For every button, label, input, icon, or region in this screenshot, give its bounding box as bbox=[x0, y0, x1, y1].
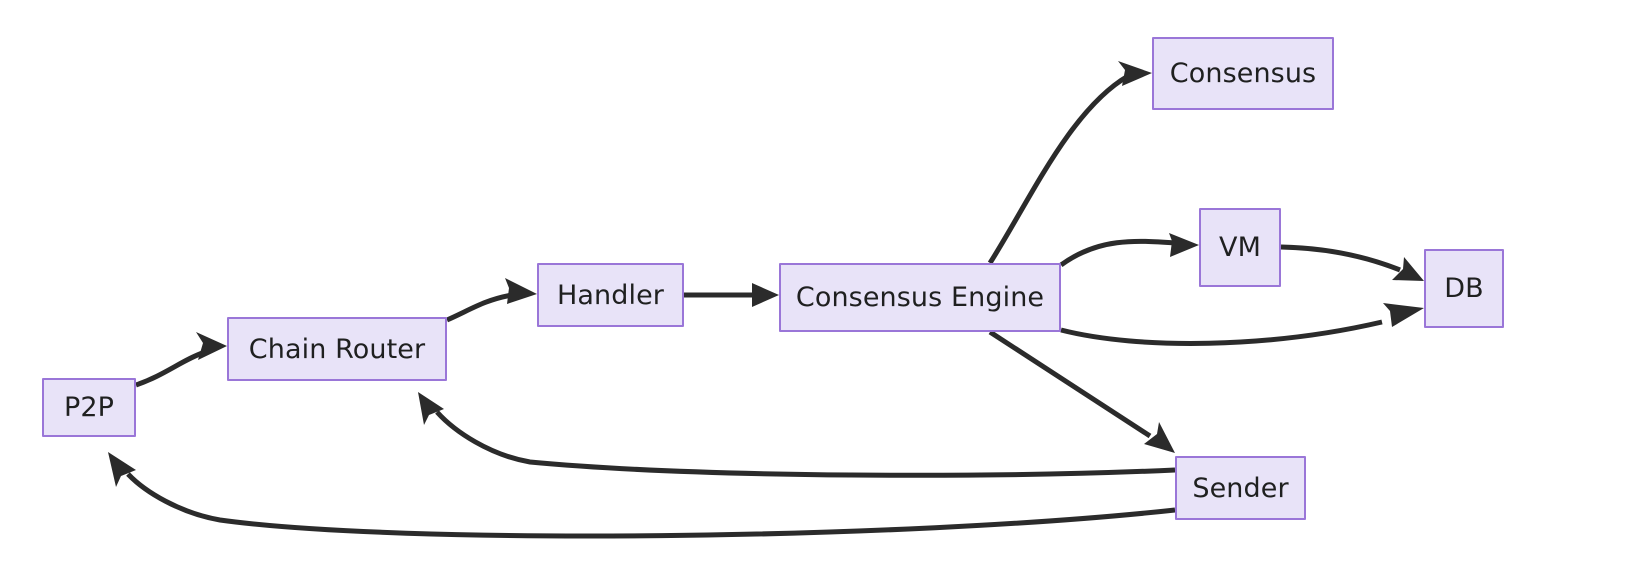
arrowhead-icon bbox=[1144, 422, 1175, 453]
edge-path bbox=[1280, 244, 1401, 273]
edge-handler-to-consensus-engine bbox=[684, 283, 779, 307]
node-p2p[interactable]: P2P bbox=[42, 378, 136, 437]
arrowhead-icon bbox=[752, 283, 779, 307]
node-db[interactable]: DB bbox=[1424, 249, 1504, 328]
arrowhead-icon bbox=[196, 332, 227, 360]
node-label: Handler bbox=[556, 279, 664, 311]
node-label: Chain Router bbox=[248, 333, 426, 365]
edge-consensus-engine-to-vm bbox=[1059, 233, 1199, 268]
edge-path bbox=[435, 410, 1176, 478]
edge-path bbox=[987, 73, 1130, 265]
node-label: Consensus Engine bbox=[795, 282, 1045, 313]
node-sender[interactable]: Sender bbox=[1175, 456, 1306, 520]
node-consensus-engine[interactable]: Consensus Engine bbox=[779, 263, 1061, 332]
arrowhead-icon bbox=[1383, 303, 1424, 327]
node-handler[interactable]: Handler bbox=[537, 263, 684, 327]
node-label: Consensus bbox=[1169, 58, 1317, 89]
edge-path bbox=[446, 292, 513, 323]
edge-path bbox=[1059, 238, 1176, 268]
arrowhead-icon bbox=[505, 278, 537, 304]
node-label: Sender bbox=[1192, 472, 1289, 504]
node-label: DB bbox=[1444, 273, 1484, 304]
node-vm[interactable]: VM bbox=[1199, 208, 1281, 287]
node-chain-router[interactable]: Chain Router bbox=[227, 317, 447, 381]
edge-chain-router-to-handler bbox=[446, 278, 537, 323]
edge-consensus-engine-to-sender bbox=[988, 329, 1175, 453]
edge-consensus-engine-to-db bbox=[1060, 303, 1424, 346]
edge-path bbox=[135, 349, 206, 388]
arrowhead-icon bbox=[108, 452, 136, 487]
edge-path bbox=[1060, 319, 1383, 346]
arrowhead-icon bbox=[418, 392, 444, 425]
edge-sender-to-chain-router bbox=[418, 392, 1176, 478]
edge-path bbox=[126, 472, 1176, 539]
edge-path bbox=[988, 329, 1152, 439]
edge-vm-to-db bbox=[1280, 244, 1424, 281]
edge-consensus-engine-to-consensus bbox=[987, 61, 1152, 265]
edge-sender-to-p2p bbox=[108, 452, 1176, 539]
node-consensus[interactable]: Consensus bbox=[1152, 37, 1334, 110]
edge-p2p-to-chain-router bbox=[135, 332, 227, 388]
node-label: P2P bbox=[63, 392, 115, 423]
arrowhead-icon bbox=[1118, 61, 1152, 86]
arrowhead-icon bbox=[1392, 257, 1424, 281]
arrowhead-icon bbox=[1169, 233, 1199, 257]
node-label: VM bbox=[1219, 232, 1261, 263]
